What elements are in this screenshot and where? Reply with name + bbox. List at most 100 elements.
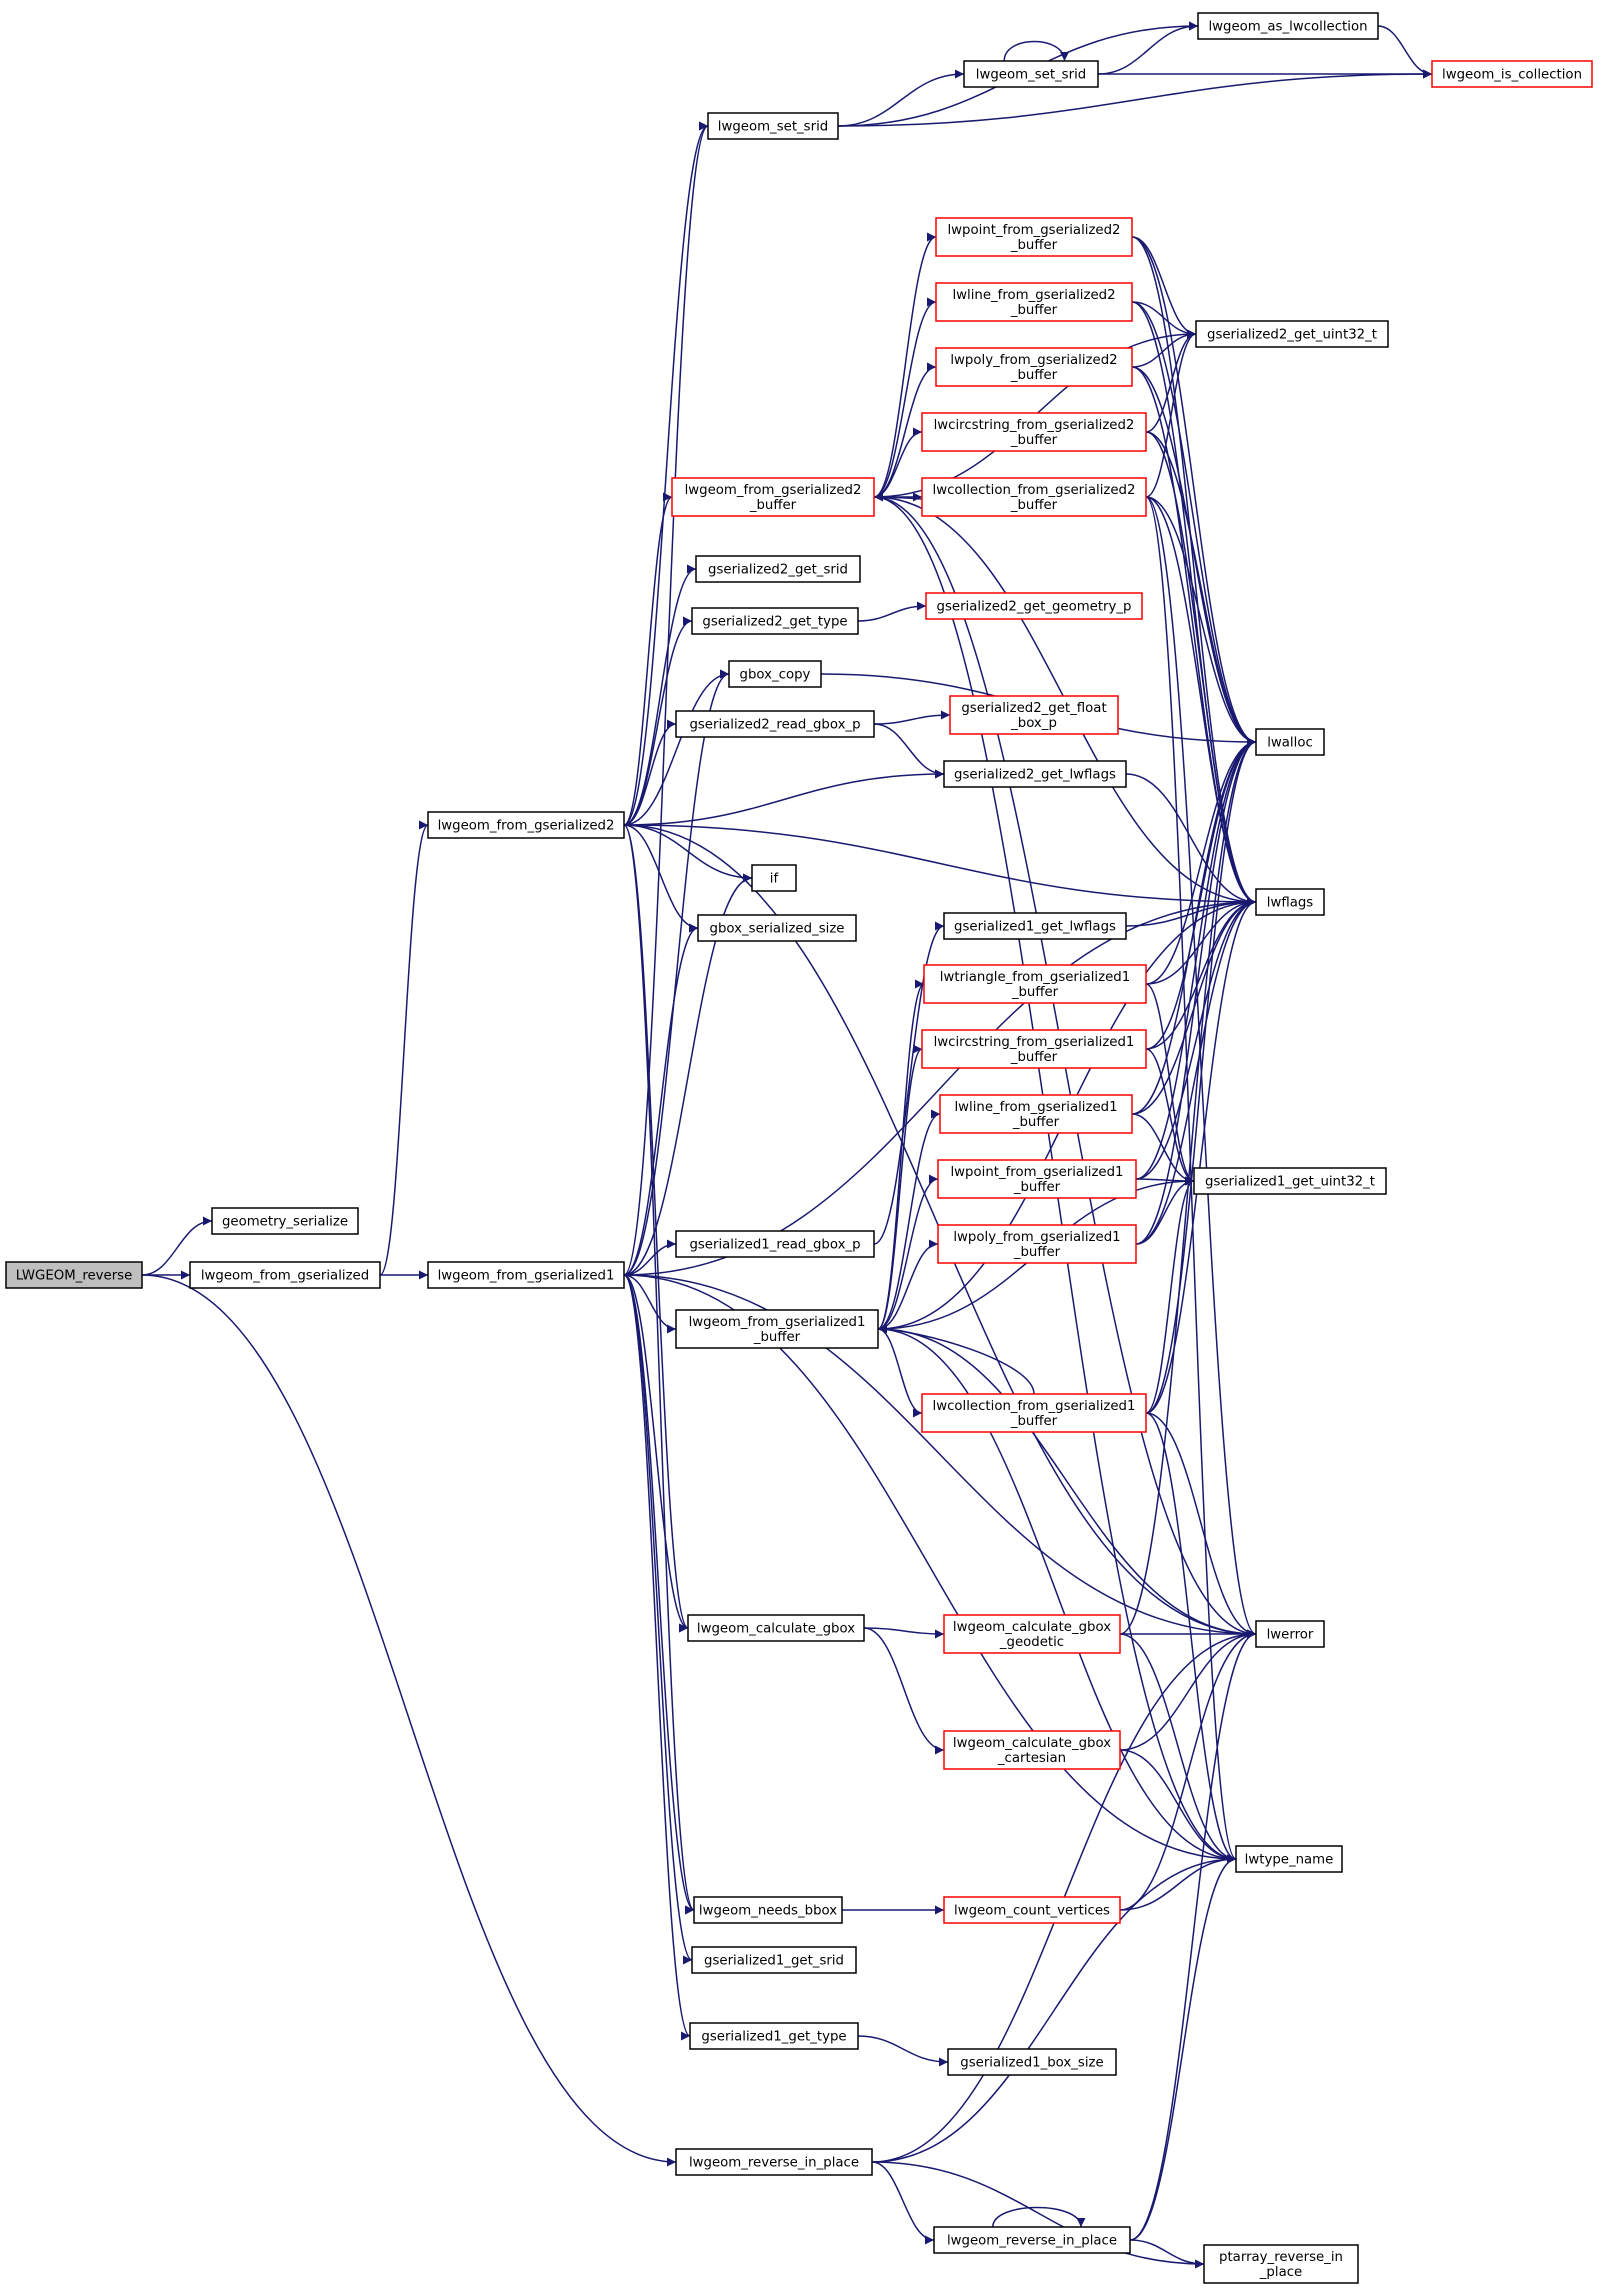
node-if[interactable]: if bbox=[751, 864, 797, 892]
node-lwgeom_from_gserialized2[interactable]: lwgeom_from_gserialized2 bbox=[427, 811, 625, 839]
node-box[interactable] bbox=[935, 347, 1133, 387]
node-lwtype_name[interactable]: lwtype_name bbox=[1235, 1845, 1343, 1873]
node-lwgeom_from_gserialized2_buffer[interactable]: lwgeom_from_gserialized2_buffer bbox=[671, 477, 875, 517]
node-lwgeom_set_srid[interactable]: lwgeom_set_srid bbox=[707, 112, 839, 140]
node-box[interactable] bbox=[935, 217, 1133, 257]
node-box[interactable] bbox=[675, 1309, 879, 1349]
node-box[interactable] bbox=[671, 477, 875, 517]
node-box[interactable] bbox=[1255, 1620, 1325, 1648]
node-gserialized2_read_gbox_p[interactable]: gserialized2_read_gbox_p bbox=[675, 710, 875, 738]
node-gserialized2_get_geometry_p[interactable]: gserialized2_get_geometry_p bbox=[925, 592, 1143, 620]
node-box[interactable] bbox=[921, 412, 1147, 452]
node-lwcollection_from_gserialized1_buffer[interactable]: lwcollection_from_gserialized1_buffer bbox=[921, 1393, 1147, 1433]
node-box[interactable] bbox=[675, 710, 875, 738]
node-box[interactable] bbox=[935, 282, 1133, 322]
node-box[interactable] bbox=[1197, 12, 1379, 40]
node-box[interactable] bbox=[1195, 320, 1389, 348]
node-box[interactable] bbox=[751, 864, 797, 892]
node-lwgeom_from_gserialized[interactable]: lwgeom_from_gserialized bbox=[189, 1261, 381, 1289]
node-box[interactable] bbox=[695, 555, 861, 583]
node-lwcircstring_from_gserialized2_buffer[interactable]: lwcircstring_from_gserialized2_buffer bbox=[921, 412, 1147, 452]
node-gserialized2_get_float_box_p[interactable]: gserialized2_get_float_box_p bbox=[949, 695, 1119, 735]
node-lwcircstring_from_gserialized1_buffer[interactable]: lwcircstring_from_gserialized1_buffer bbox=[921, 1029, 1147, 1069]
node-box[interactable] bbox=[211, 1207, 359, 1235]
node-box[interactable] bbox=[963, 60, 1099, 88]
node-gserialized1_box_size[interactable]: gserialized1_box_size bbox=[947, 2048, 1117, 2076]
node-lwgeom_calculate_gbox_geodetic[interactable]: lwgeom_calculate_gbox_geodetic bbox=[943, 1614, 1121, 1654]
node-box[interactable] bbox=[933, 2226, 1131, 2254]
node-box[interactable] bbox=[937, 1224, 1137, 1264]
node-box[interactable] bbox=[921, 1393, 1147, 1433]
node-lwtriangle_from_gserialized1_buffer[interactable]: lwtriangle_from_gserialized1_buffer bbox=[923, 964, 1147, 1004]
node-gserialized1_get_uint32_t[interactable]: gserialized1_get_uint32_t bbox=[1193, 1167, 1387, 1195]
node-box[interactable] bbox=[691, 1946, 857, 1974]
node-box[interactable] bbox=[427, 811, 625, 839]
node-gserialized2_get_type[interactable]: gserialized2_get_type bbox=[691, 607, 859, 635]
node-geometry_serialize[interactable]: geometry_serialize bbox=[211, 1207, 359, 1235]
node-lwpoint_from_gserialized2_buffer[interactable]: lwpoint_from_gserialized2_buffer bbox=[935, 217, 1133, 257]
node-lwpoly_from_gserialized1_buffer[interactable]: lwpoly_from_gserialized1_buffer bbox=[937, 1224, 1137, 1264]
node-lwpoly_from_gserialized2_buffer[interactable]: lwpoly_from_gserialized2_buffer bbox=[935, 347, 1133, 387]
node-lwgeom_count_vertices[interactable]: lwgeom_count_vertices bbox=[943, 1896, 1121, 1924]
node-LWGEOM_reverse[interactable]: LWGEOM_reverse bbox=[5, 1261, 143, 1289]
node-gserialized2_get_lwflags[interactable]: gserialized2_get_lwflags bbox=[943, 760, 1127, 788]
node-box[interactable] bbox=[1193, 1167, 1387, 1195]
node-gserialized1_read_gbox_p[interactable]: gserialized1_read_gbox_p bbox=[675, 1230, 875, 1258]
node-ptarray_reverse_in_place[interactable]: ptarray_reverse_in_place bbox=[1203, 2244, 1359, 2284]
node-box[interactable] bbox=[689, 2022, 859, 2050]
node-lwgeom_from_gserialized1[interactable]: lwgeom_from_gserialized1 bbox=[427, 1261, 625, 1289]
node-box[interactable] bbox=[1255, 728, 1325, 756]
node-lwgeom_calculate_gbox[interactable]: lwgeom_calculate_gbox bbox=[687, 1614, 865, 1642]
node-box[interactable] bbox=[707, 112, 839, 140]
node-lwgeom_calculate_gbox_cartesian[interactable]: lwgeom_calculate_gbox_cartesian bbox=[943, 1730, 1121, 1770]
node-box[interactable] bbox=[675, 1230, 875, 1258]
node-gserialized2_get_srid[interactable]: gserialized2_get_srid bbox=[695, 555, 861, 583]
node-gserialized1_get_srid[interactable]: gserialized1_get_srid bbox=[691, 1946, 857, 1974]
node-box[interactable] bbox=[943, 1896, 1121, 1924]
node-lwgeom_from_gserialized1_buffer[interactable]: lwgeom_from_gserialized1_buffer bbox=[675, 1309, 879, 1349]
node-box[interactable] bbox=[1255, 888, 1325, 916]
node-box[interactable] bbox=[1431, 60, 1593, 88]
node-box[interactable] bbox=[5, 1261, 143, 1289]
node-lwgeom_is_collection[interactable]: lwgeom_is_collection bbox=[1431, 60, 1593, 88]
node-box[interactable] bbox=[925, 592, 1143, 620]
node-box[interactable] bbox=[427, 1261, 625, 1289]
node-lwpoint_from_gserialized1_buffer[interactable]: lwpoint_from_gserialized1_buffer bbox=[937, 1159, 1137, 1199]
node-box[interactable] bbox=[939, 1094, 1133, 1134]
node-lwgeom_needs_bbox[interactable]: lwgeom_needs_bbox bbox=[693, 1896, 843, 1924]
node-lwerror[interactable]: lwerror bbox=[1255, 1620, 1325, 1648]
node-box[interactable] bbox=[687, 1614, 865, 1642]
node-box[interactable] bbox=[1203, 2244, 1359, 2284]
node-gserialized1_get_lwflags[interactable]: gserialized1_get_lwflags bbox=[943, 912, 1127, 940]
node-box[interactable] bbox=[949, 695, 1119, 735]
node-lwgeom_reverse_in_place[interactable]: lwgeom_reverse_in_place bbox=[675, 2148, 873, 2176]
node-box[interactable] bbox=[697, 914, 857, 942]
node-gbox_serialized_size[interactable]: gbox_serialized_size bbox=[697, 914, 857, 942]
node-gbox_copy[interactable]: gbox_copy bbox=[728, 660, 822, 688]
node-box[interactable] bbox=[728, 660, 822, 688]
node-lwgeom_set_srid_inner[interactable]: lwgeom_set_srid bbox=[963, 60, 1099, 88]
node-box[interactable] bbox=[189, 1261, 381, 1289]
node-box[interactable] bbox=[947, 2048, 1117, 2076]
node-box[interactable] bbox=[943, 760, 1127, 788]
node-gserialized1_get_type[interactable]: gserialized1_get_type bbox=[689, 2022, 859, 2050]
node-box[interactable] bbox=[1235, 1845, 1343, 1873]
node-box[interactable] bbox=[937, 1159, 1137, 1199]
node-lwflags[interactable]: lwflags bbox=[1255, 888, 1325, 916]
node-lwcollection_from_gserialized2_buffer[interactable]: lwcollection_from_gserialized2_buffer bbox=[921, 477, 1147, 517]
node-gserialized2_get_uint32_t[interactable]: gserialized2_get_uint32_t bbox=[1195, 320, 1389, 348]
node-lwgeom_reverse_in_place_inner[interactable]: lwgeom_reverse_in_place bbox=[933, 2226, 1131, 2254]
node-box[interactable] bbox=[943, 1730, 1121, 1770]
node-box[interactable] bbox=[943, 1614, 1121, 1654]
node-box[interactable] bbox=[921, 477, 1147, 517]
node-box[interactable] bbox=[691, 607, 859, 635]
node-lwgeom_as_lwcollection[interactable]: lwgeom_as_lwcollection bbox=[1197, 12, 1379, 40]
node-box[interactable] bbox=[921, 1029, 1147, 1069]
node-lwalloc[interactable]: lwalloc bbox=[1255, 728, 1325, 756]
node-box[interactable] bbox=[943, 912, 1127, 940]
node-lwline_from_gserialized2_buffer[interactable]: lwline_from_gserialized2_buffer bbox=[935, 282, 1133, 322]
node-box[interactable] bbox=[693, 1896, 843, 1924]
node-lwline_from_gserialized1_buffer[interactable]: lwline_from_gserialized1_buffer bbox=[939, 1094, 1133, 1134]
node-box[interactable] bbox=[923, 964, 1147, 1004]
node-box[interactable] bbox=[675, 2148, 873, 2176]
